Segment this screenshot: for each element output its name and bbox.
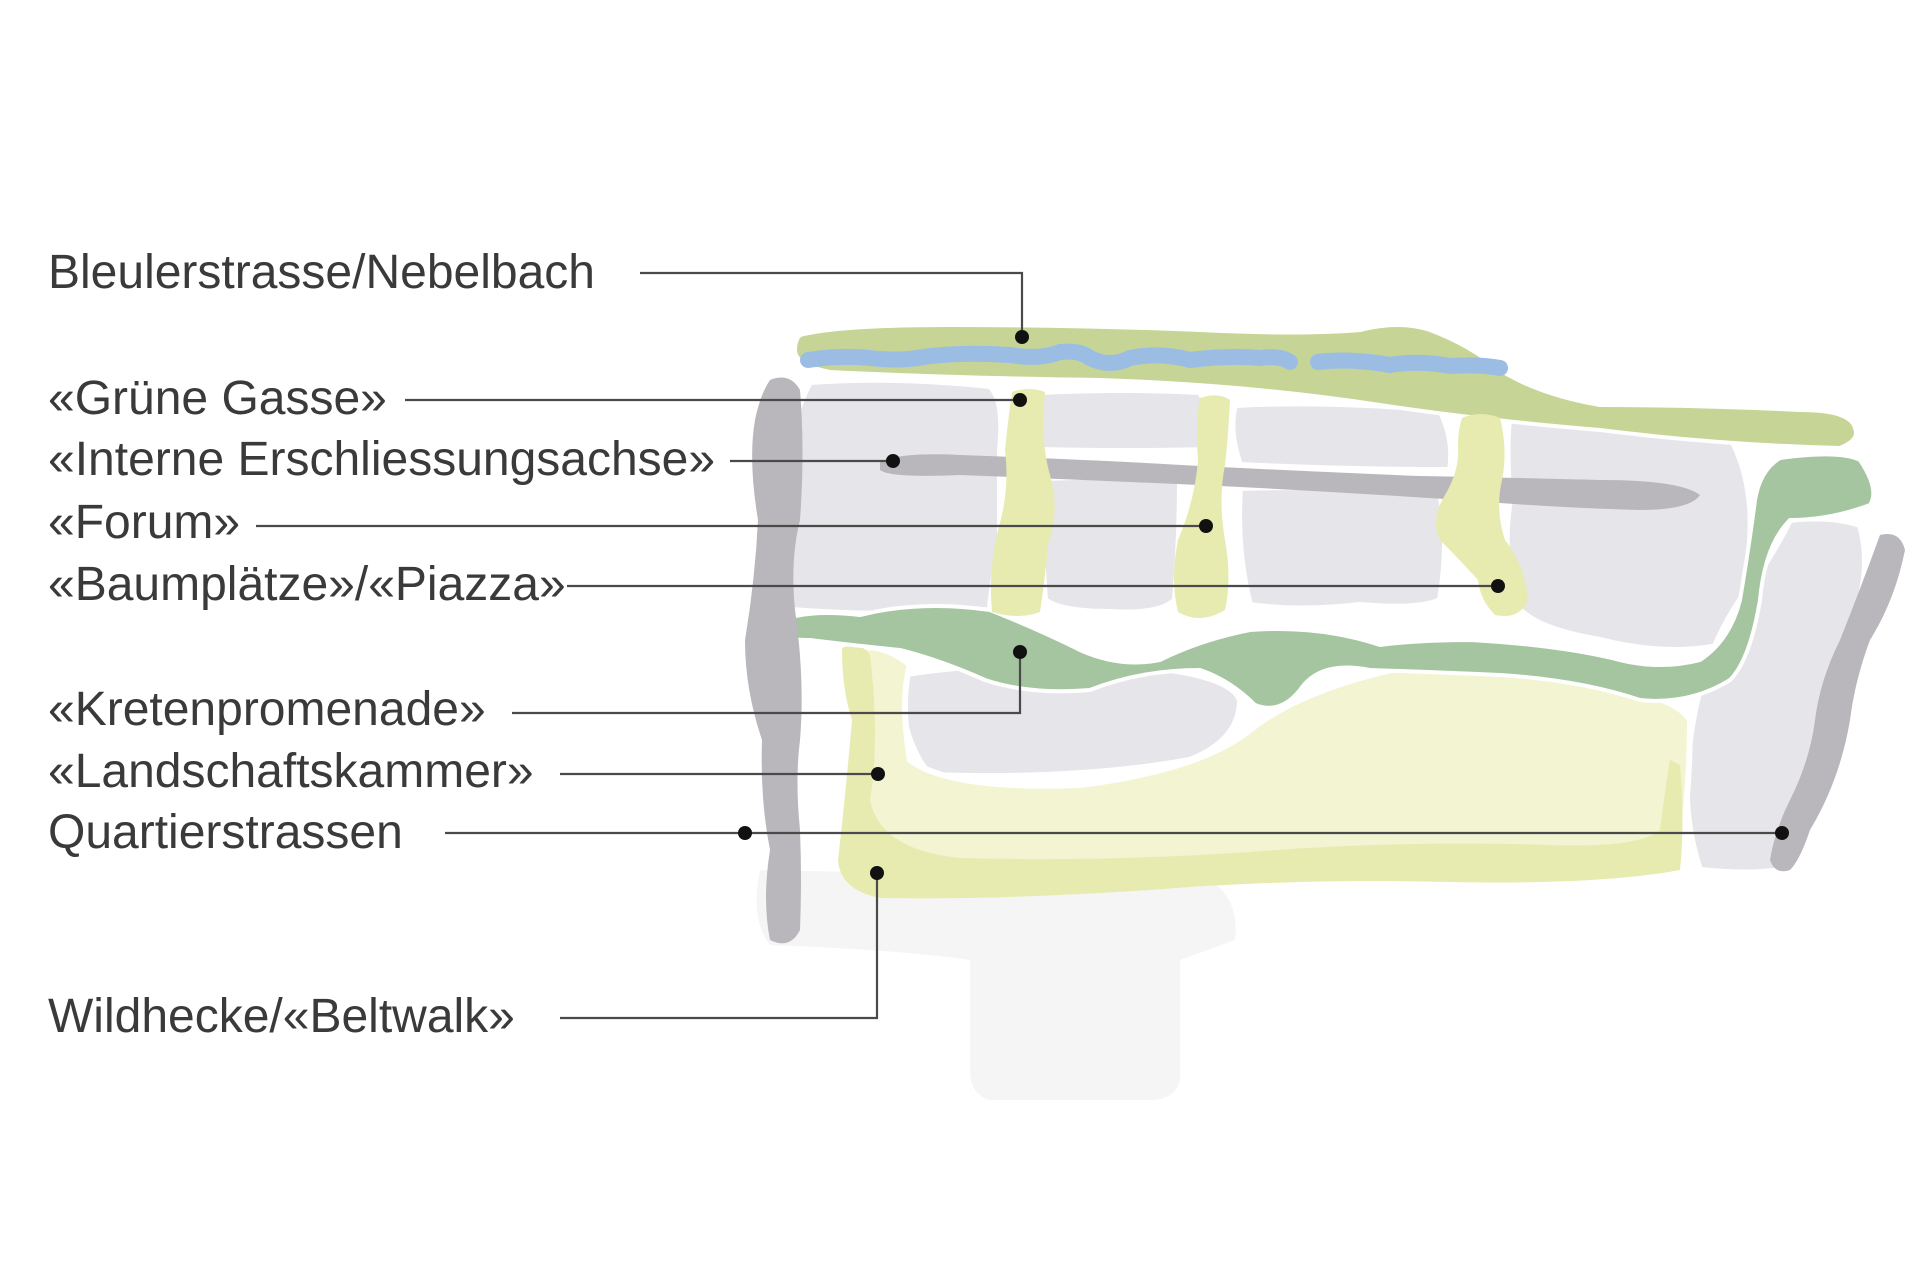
gruene-gasse-2: [1174, 395, 1230, 619]
block-top-3: [1039, 473, 1184, 616]
label-kretenpromenade: «Kretenpromenade»: [48, 683, 486, 736]
dot-landschaftskammer: [871, 767, 885, 781]
leader-wildhecke: [560, 873, 879, 1020]
label-wildhecke: Wildhecke/«Beltwalk»: [48, 990, 515, 1043]
block-top-4: [1229, 400, 1455, 474]
dot-gruene-gasse: [1013, 393, 1027, 407]
dot-wildhecke: [870, 866, 884, 880]
beltwalk-band: [838, 645, 1683, 899]
dot-forum: [1199, 519, 1213, 533]
kretenpromenade-band: [769, 452, 1876, 710]
leader-kretenpromenade: [512, 652, 1022, 715]
dot-interne: [886, 454, 900, 468]
nebelbach-water: [800, 343, 1298, 371]
block-top-2: [1032, 387, 1214, 454]
label-bleulerstrasse: Bleulerstrasse/Nebelbach: [48, 246, 595, 299]
label-baumplaetze: «Baumplätze»/«Piazza»: [48, 558, 566, 611]
nebelbach-water-2: [1310, 352, 1508, 376]
dot-kretenpromenade: [1013, 645, 1027, 659]
dot-baumplaetze: [1491, 579, 1505, 593]
quartierstrasse-right: [1770, 534, 1905, 872]
dot-quartierstrassen-left: [738, 826, 752, 840]
dot-quartierstrassen-right: [1775, 826, 1789, 840]
label-gruene-gasse: «Grüne Gasse»: [48, 372, 387, 425]
quartierstrasse-left: [745, 377, 803, 944]
leader-bleulerstrasse: [640, 271, 1024, 337]
label-forum: «Forum»: [48, 496, 240, 549]
dot-bleulerstrasse: [1015, 330, 1029, 344]
block-top-5: [1236, 484, 1448, 612]
background-footprint: [756, 870, 1236, 1100]
label-landschaftskammer: «Landschaftskammer»: [48, 745, 534, 798]
gruene-gasse-3: [1436, 414, 1528, 616]
label-quartierstrassen: Quartierstrassen: [48, 806, 403, 859]
gruene-gasse-1: [990, 389, 1055, 616]
label-interne: «Interne Erschliessungsachse»: [48, 433, 715, 486]
block-top-1: [773, 376, 1005, 617]
